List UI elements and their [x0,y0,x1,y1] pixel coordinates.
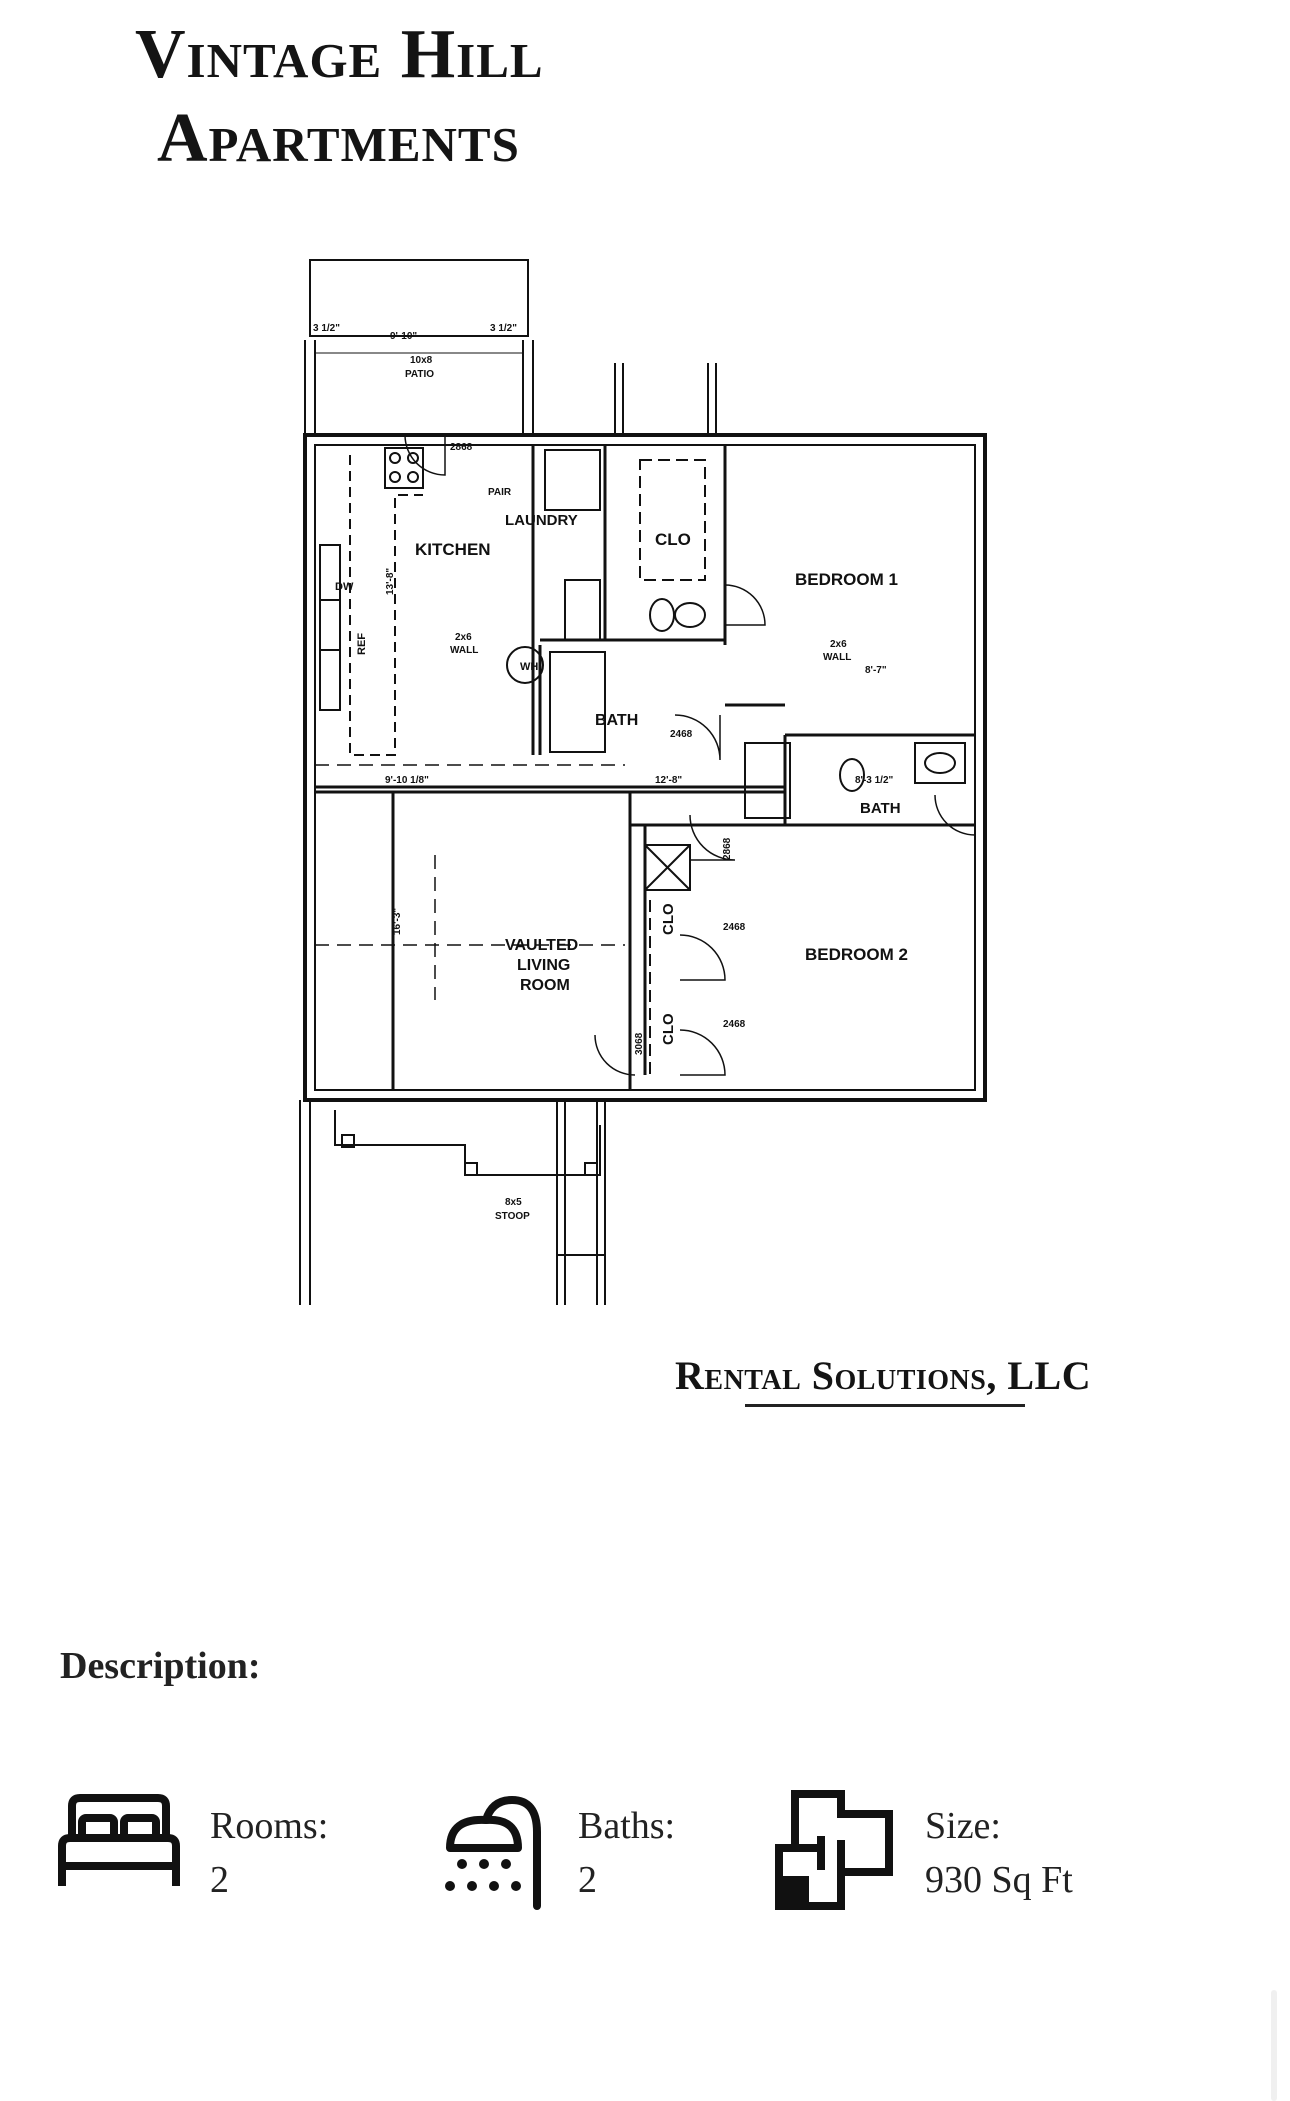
door-label-1: 2868 [450,442,473,453]
description-heading: Description: [60,1645,261,1687]
label-dw: DW [335,581,354,593]
feature-rooms: Rooms: 2 [58,1790,388,1915]
door-label-5: 2868 [722,837,733,860]
room-label-bath-1: BATH [595,712,638,729]
room-label-closet-2: CLO [660,903,677,935]
patio-size-label: 10x8 [410,355,433,366]
property-title-line2: Apartments [157,100,520,177]
stoop-size-label: 8x5 [505,1197,522,1208]
label-wh: WH [520,661,538,673]
feature-baths-label: Baths: [578,1805,676,1847]
door-label-4: 2468 [723,1019,746,1030]
room-label-closet: CLO [655,530,691,549]
feature-baths: Baths: 2 [440,1790,740,1915]
feature-size: Size: 930 Sq Ft [775,1790,1175,1915]
dim-top-mid: 9'-10" [390,331,417,342]
room-label-living-2: LIVING [517,957,570,974]
dim-bath-2: 8'-3 1/2" [855,775,894,786]
stoop [299,1100,606,1305]
feature-rooms-value: 2 [210,1859,229,1901]
dim-wall-1: 2x6 [455,632,472,643]
dim-top-left: 3 1/2" [313,323,340,334]
room-label-closet-3: CLO [660,1013,677,1045]
room-label-bedroom-2: BEDROOM 2 [805,945,908,964]
feature-size-label: Size: [925,1805,1001,1847]
scrollbar[interactable] [1271,1990,1277,2101]
dim-kitchen-height: 13'-8" [385,568,396,595]
dim-wall-1b: WALL [450,645,478,656]
shower-icon [445,1795,541,1910]
bed-icon [58,1794,180,1886]
floorplan-icon [775,1790,893,1910]
feature-baths-value: 2 [578,1859,597,1901]
room-label-bedroom-1: BEDROOM 1 [795,570,898,589]
dim-wall-2: 2x6 [830,639,847,650]
room-label-living-1: VAULTED [505,937,578,954]
door-label-3: 2468 [723,922,746,933]
door-label-2: 2468 [670,729,693,740]
dim-mid-right: 12'-8" [655,775,682,786]
label-pair: PAIR [488,487,512,498]
property-title-line1: Vintage Hill [135,16,544,93]
floor-plan-image: KITCHEN LAUNDRY CLO BEDROOM 1 BATH BATH … [299,259,987,1305]
dim-bedroom-1: 8'-7" [865,665,887,676]
label-ref: REF [356,633,368,655]
dim-living-height: 16'-3" [392,908,403,935]
feature-size-value: 930 Sq Ft [925,1859,1073,1901]
brand-underline [745,1404,1025,1407]
door-label-6: 3068 [634,1032,645,1055]
feature-rooms-label: Rooms: [210,1805,329,1847]
patio [304,259,717,435]
dim-top-right: 3 1/2" [490,323,517,334]
dim-wall-2b: WALL [823,652,851,663]
patio-label: PATIO [405,369,434,380]
room-label-living-3: ROOM [520,977,570,994]
stoop-label: STOOP [495,1211,530,1222]
room-label-laundry: LAUNDRY [505,512,578,529]
dim-mid-left: 9'-10 1/8" [385,775,429,786]
room-label-bath-2: BATH [860,800,901,817]
room-label-kitchen: KITCHEN [415,540,491,559]
brand-name: Rental Solutions, LLC [675,1353,1092,1398]
